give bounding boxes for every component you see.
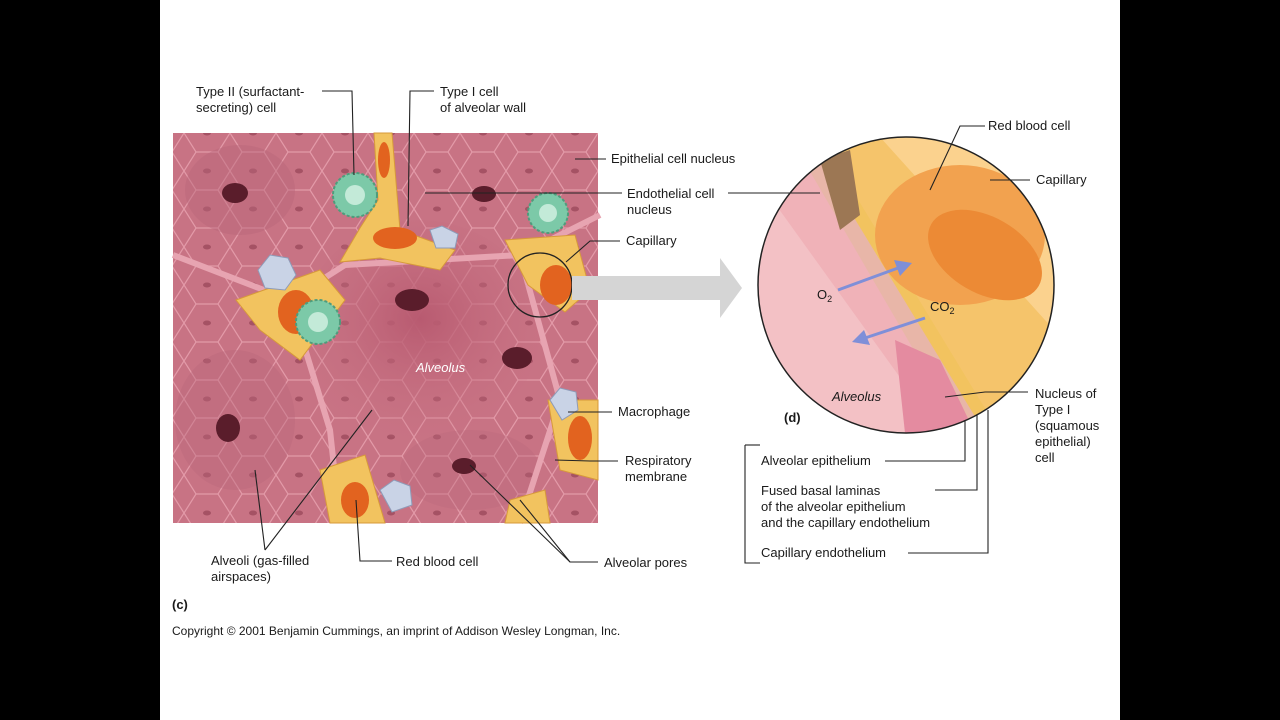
type-2-cells [295,172,569,345]
gas-exchange-arrows [837,260,926,345]
label-capillary-d: Capillary [1036,172,1087,187]
label-o2: O2 [817,287,833,304]
capillaries [235,132,599,524]
label-capillary-endothelium: Capillary endothelium [761,545,887,560]
slide [160,0,1120,720]
alveolar-pore [502,347,532,369]
alveolus-illustration [171,90,1055,564]
macrophages [257,225,579,513]
label-alveolar-pores: Alveolar pores [604,555,688,570]
label-type-1-nucleus: Nucleus of Type I (squamous epithelial) … [1035,386,1100,465]
alveolar-pore [395,289,429,311]
panel-label-c: (c) [172,597,188,612]
red-blood-cell [378,142,390,178]
label-capillary-c: Capillary [626,233,677,248]
label-alveoli: Alveoli (gas-filled airspaces) [211,553,310,584]
label-macrophage: Macrophage [618,404,691,419]
label-red-blood-cell-c: Red blood cell [396,554,479,569]
label-co2: CO2 [930,299,955,316]
red-blood-cell [341,482,369,518]
label-alveolus-d: Alveolus [832,389,882,404]
label-respiratory-membrane: Respiratory membrane [625,453,692,484]
red-blood-cell [568,416,592,460]
leader-lines [254,90,1030,564]
panel-label-d: (d) [784,410,801,425]
label-alveolus-c: Alveolus [416,360,466,375]
label-red-blood-cell-d: Red blood cell [988,118,1071,133]
magnified-view [758,137,1054,433]
label-epithelial-nucleus: Epithelial cell nucleus [611,151,736,166]
magnify-arrow [572,258,742,318]
label-endothelial-nucleus: Endothelial cell nucleus [627,186,715,217]
copyright: Copyright © 2001 Benjamin Cummings, an i… [172,624,621,638]
label-fused-basal-laminas: Fused basal laminas of the alveolar epit… [761,483,931,530]
label-alveolar-epithelium: Alveolar epithelium [761,453,871,468]
label-type-2-cell: Type II (surfactant- secreting) cell [196,84,305,115]
red-blood-cell [373,227,417,249]
label-type-1-cell: Type I cell of alveolar wall [440,84,526,115]
red-blood-cell [540,265,572,305]
alveolar-pore [452,458,476,474]
